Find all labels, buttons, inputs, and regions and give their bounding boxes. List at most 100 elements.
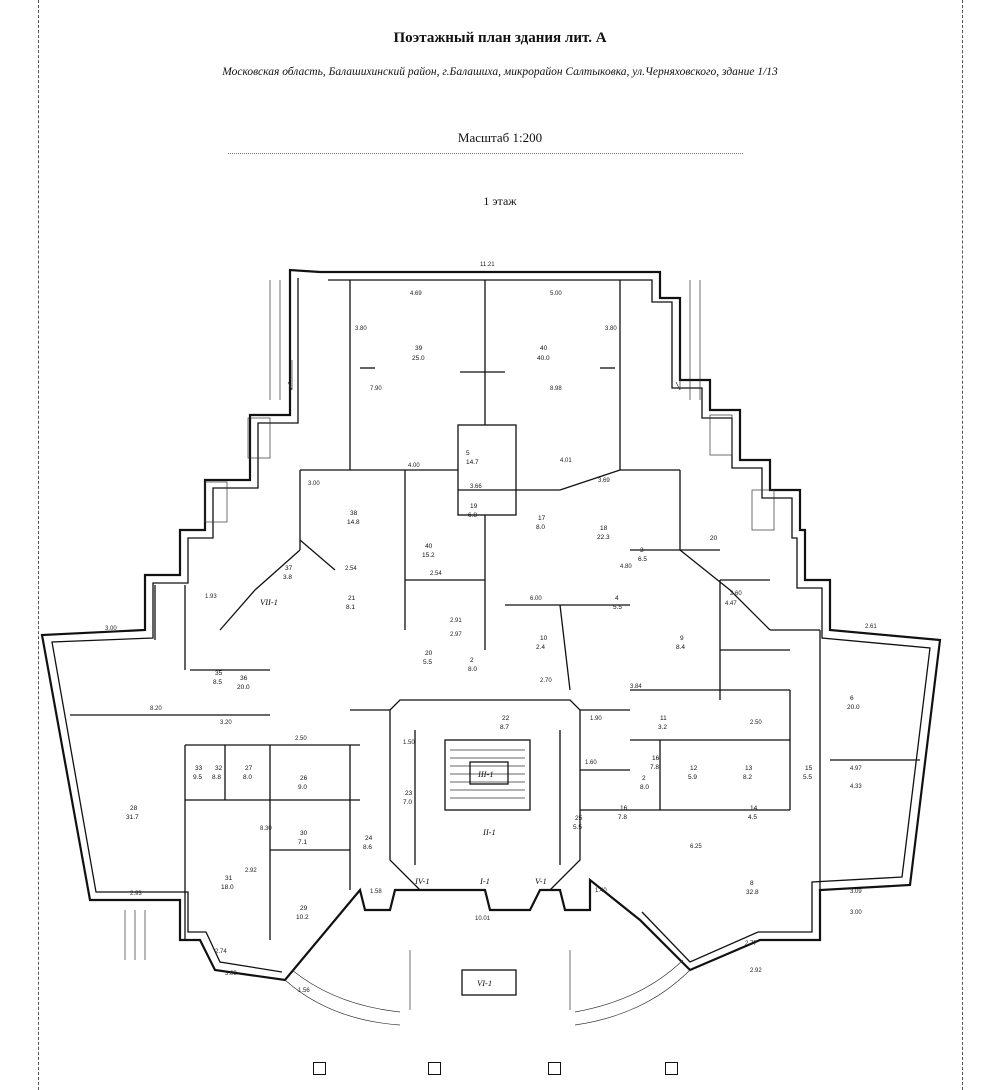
svg-text:3: 3 [640,547,644,554]
svg-text:20.0: 20.0 [847,704,860,711]
svg-text:14.8: 14.8 [347,519,360,526]
svg-text:23: 23 [405,790,413,797]
svg-text:16: 16 [620,805,628,812]
svg-text:2.92: 2.92 [245,868,257,874]
svg-text:9.5: 9.5 [193,774,202,781]
svg-text:5.5: 5.5 [803,774,812,781]
svg-text:8: 8 [750,880,754,887]
svg-text:24: 24 [365,835,373,842]
staircase [414,730,561,865]
svg-text:22.3: 22.3 [597,534,610,541]
room-10: 125.9 [688,765,698,781]
room-3: 36.5 [638,547,647,563]
svg-text:4.01: 4.01 [560,458,572,464]
page-title: Поэтажный план здания лит. А [393,30,607,46]
room-19: 196.8 [468,503,478,519]
room-12: 144.5 [748,805,758,821]
svg-text:5.5: 5.5 [613,604,622,611]
room-6: 98.4 [676,635,685,651]
svg-text:2.4: 2.4 [536,644,545,651]
checkbox-3[interactable] [548,1062,561,1075]
floor-plan-drawing: 11.21 10.01 4.69 5.00 3.80 3.80 7.90 8.9… [40,262,942,1026]
svg-text:3.00: 3.00 [105,626,117,632]
svg-text:29: 29 [300,905,308,912]
svg-text:8.20: 8.20 [150,706,162,712]
svg-text:2.70: 2.70 [540,678,552,684]
entrance-porch [124,910,691,1026]
svg-text:38: 38 [350,510,358,517]
svg-text:1.58: 1.58 [370,889,382,895]
checkbox-4[interactable] [665,1062,678,1075]
svg-text:7.8: 7.8 [650,764,659,771]
internal-walls [70,280,920,940]
svg-text:4.97: 4.97 [850,766,862,772]
checkbox-2[interactable] [428,1062,441,1075]
room-41: 514.7 [466,450,479,466]
svg-text:3.84: 3.84 [630,684,642,690]
bottom-dimension: 10.01 [475,916,491,922]
svg-text:25: 25 [575,815,583,822]
svg-text:28: 28 [130,805,138,812]
room-15: 28.0 [640,775,649,791]
svg-text:8.0: 8.0 [468,666,477,673]
address-line: Московская область, Балашихинский район,… [222,66,778,78]
room-14: 167.8 [618,805,628,821]
svg-text:32.8: 32.8 [746,889,759,896]
svg-text:5: 5 [466,450,470,457]
room-38: 38 14.8 [347,510,360,526]
svg-text:14.7: 14.7 [466,459,479,466]
svg-text:19: 19 [470,503,478,510]
svg-text:2: 2 [470,657,474,664]
checkbox-1[interactable] [313,1062,326,1075]
svg-text:2.92: 2.92 [750,968,762,974]
svg-text:2.54: 2.54 [345,566,357,572]
svg-text:4: 4 [615,595,619,602]
room-29: 29 10.2 [296,905,309,921]
svg-text:6.00: 6.00 [530,596,542,602]
svg-text:16: 16 [652,755,660,762]
svg-text:3.80: 3.80 [355,326,367,332]
svg-text:4.33: 4.33 [850,784,862,790]
svg-text:40: 40 [540,345,548,352]
svg-text:3.66: 3.66 [470,484,482,490]
room-40-north: 40 40.0 [537,345,550,362]
svg-text:2.54: 2.54 [430,571,442,577]
svg-text:31.7: 31.7 [126,814,139,821]
room-25: 255.5 [573,815,583,831]
svg-text:21: 21 [348,595,356,602]
mark-20: 20 [710,535,718,542]
svg-text:4.5: 4.5 [748,814,757,821]
svg-text:4.69: 4.69 [410,291,422,297]
svg-text:4.47: 4.47 [725,601,737,607]
svg-text:26: 26 [300,775,308,782]
svg-text:40: 40 [425,543,433,550]
svg-text:20.0: 20.0 [237,684,250,691]
svg-text:40.0: 40.0 [537,355,550,362]
svg-text:10.2: 10.2 [296,914,309,921]
svg-text:8.2: 8.2 [743,774,752,781]
svg-text:5.5: 5.5 [423,659,432,666]
svg-text:1.40: 1.40 [595,888,607,894]
svg-text:2.74: 2.74 [215,949,227,955]
svg-text:20: 20 [425,650,433,657]
svg-text:2.50: 2.50 [750,720,762,726]
room-4: 45.5 [613,595,622,611]
room-13: 155.5 [803,765,813,781]
svg-text:39: 39 [415,345,423,352]
room-21: 218.1 [346,595,356,611]
svg-text:13: 13 [745,765,753,772]
svg-text:5.9: 5.9 [688,774,697,781]
room-16: 167.8 [650,755,660,771]
svg-text:10: 10 [540,635,548,642]
zone-vii-label: VII-1 [260,597,278,607]
svg-text:31: 31 [225,875,233,882]
svg-text:4.00: 4.00 [408,463,420,469]
svg-text:8.4: 8.4 [676,644,685,651]
svg-text:3.09: 3.09 [850,889,862,895]
svg-text:2.97: 2.97 [450,632,462,638]
svg-text:6.5: 6.5 [638,556,647,563]
svg-text:9: 9 [680,635,684,642]
svg-text:8.0: 8.0 [243,774,252,781]
